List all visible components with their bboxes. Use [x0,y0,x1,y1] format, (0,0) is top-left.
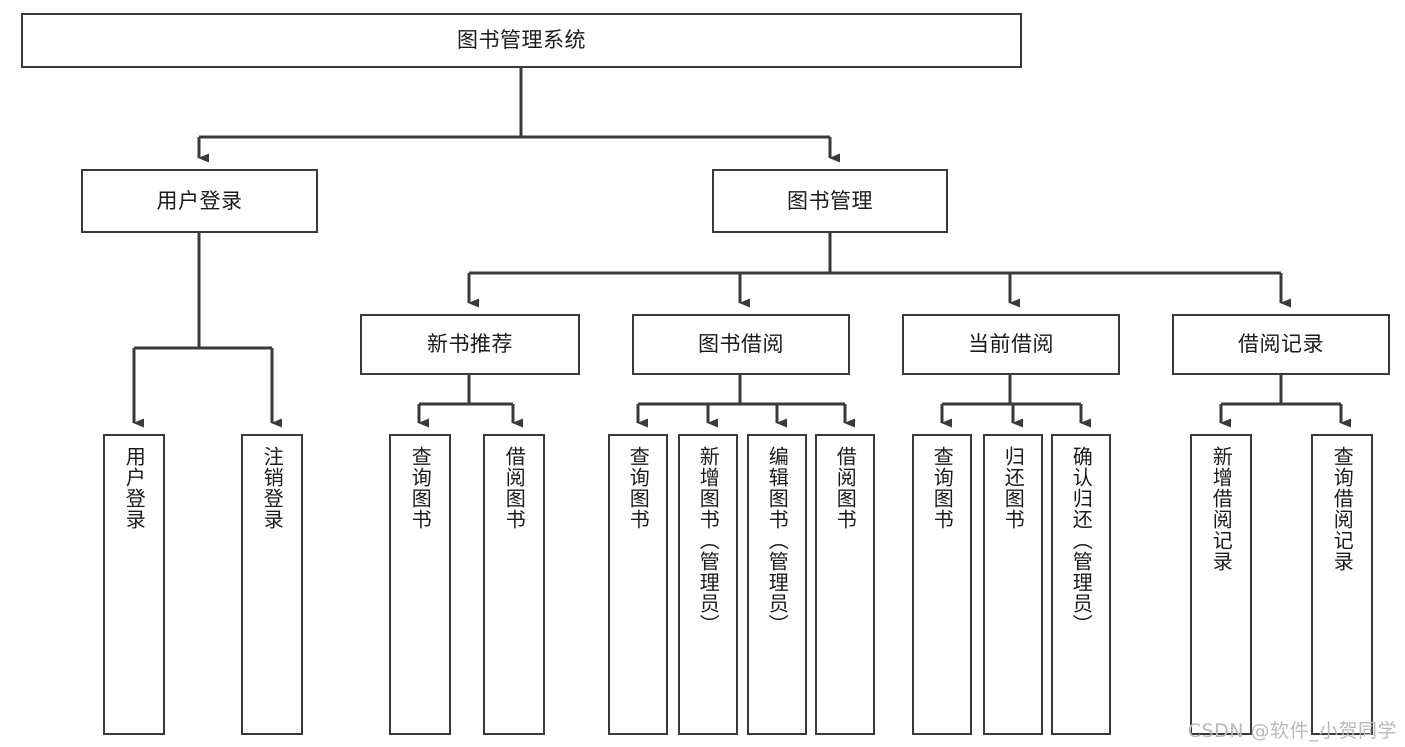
node-new-book-recommend[interactable]: 新书推荐 [360,314,580,375]
node-label-book-manage: 图书管理 [787,188,873,213]
leaf-node-leaf-query-book-3[interactable]: 查询图书 [912,434,972,735]
leaf-node-leaf-borrow-book-2[interactable]: 借阅图书 [815,434,875,735]
node-current-borrow[interactable]: 当前借阅 [902,314,1120,375]
leaf-label-leaf-borrow-book-1: 借阅图书 [502,446,527,530]
node-label-user-login: 用户登录 [156,188,243,213]
leaf-node-leaf-borrow-book-1[interactable]: 借阅图书 [483,434,545,735]
node-borrow-record[interactable]: 借阅记录 [1172,314,1390,375]
leaf-label-leaf-return-book: 归还图书 [1001,446,1026,530]
leaf-label-leaf-add-book-admin: 新增图书（管理员） [696,446,721,635]
leaf-node-leaf-query-book-2[interactable]: 查询图书 [608,434,668,735]
leaf-label-leaf-query-book-1: 查询图书 [408,446,433,530]
node-label-book-borrow: 图书借阅 [698,332,784,357]
node-label-root: 图书管理系统 [457,28,586,53]
leaf-label-leaf-add-borrow-record: 新增借阅记录 [1209,446,1234,572]
watermark-credit: CSDN @软件_小贺同学 [1187,720,1397,742]
leaf-node-leaf-confirm-return-admin[interactable]: 确认归还（管理员） [1051,434,1111,735]
leaf-node-leaf-add-book-admin[interactable]: 新增图书（管理员） [678,434,738,735]
node-user-login[interactable]: 用户登录 [81,169,318,233]
leaf-label-leaf-edit-book-admin: 编辑图书（管理员） [765,446,790,635]
node-label-new-book-recommend: 新书推荐 [427,332,513,357]
leaf-node-leaf-edit-book-admin[interactable]: 编辑图书（管理员） [747,434,807,735]
node-book-manage[interactable]: 图书管理 [712,169,948,233]
leaf-label-leaf-query-borrow-record: 查询借阅记录 [1330,446,1355,572]
connector-paths [132,68,1351,428]
leaf-label-leaf-user-login: 用户登录 [122,446,147,530]
leaf-node-leaf-return-book[interactable]: 归还图书 [983,434,1043,735]
leaf-node-leaf-logout[interactable]: 注销登录 [241,434,303,735]
node-label-borrow-record: 借阅记录 [1238,332,1324,357]
leaf-label-leaf-confirm-return-admin: 确认归还（管理员） [1069,446,1094,635]
node-root-system[interactable]: 图书管理系统 [21,13,1022,68]
node-label-current-borrow: 当前借阅 [968,332,1054,357]
leaf-label-leaf-logout: 注销登录 [260,446,285,530]
leaf-node-leaf-query-borrow-record[interactable]: 查询借阅记录 [1311,434,1373,735]
leaf-label-leaf-query-book-3: 查询图书 [930,446,955,530]
leaf-label-leaf-borrow-book-2: 借阅图书 [833,446,858,530]
leaf-node-leaf-user-login[interactable]: 用户登录 [103,434,165,735]
leaf-node-leaf-query-book-1[interactable]: 查询图书 [389,434,451,735]
node-book-borrow[interactable]: 图书借阅 [632,314,850,375]
leaf-label-leaf-query-book-2: 查询图书 [626,446,651,530]
leaf-node-leaf-add-borrow-record[interactable]: 新增借阅记录 [1190,434,1252,735]
